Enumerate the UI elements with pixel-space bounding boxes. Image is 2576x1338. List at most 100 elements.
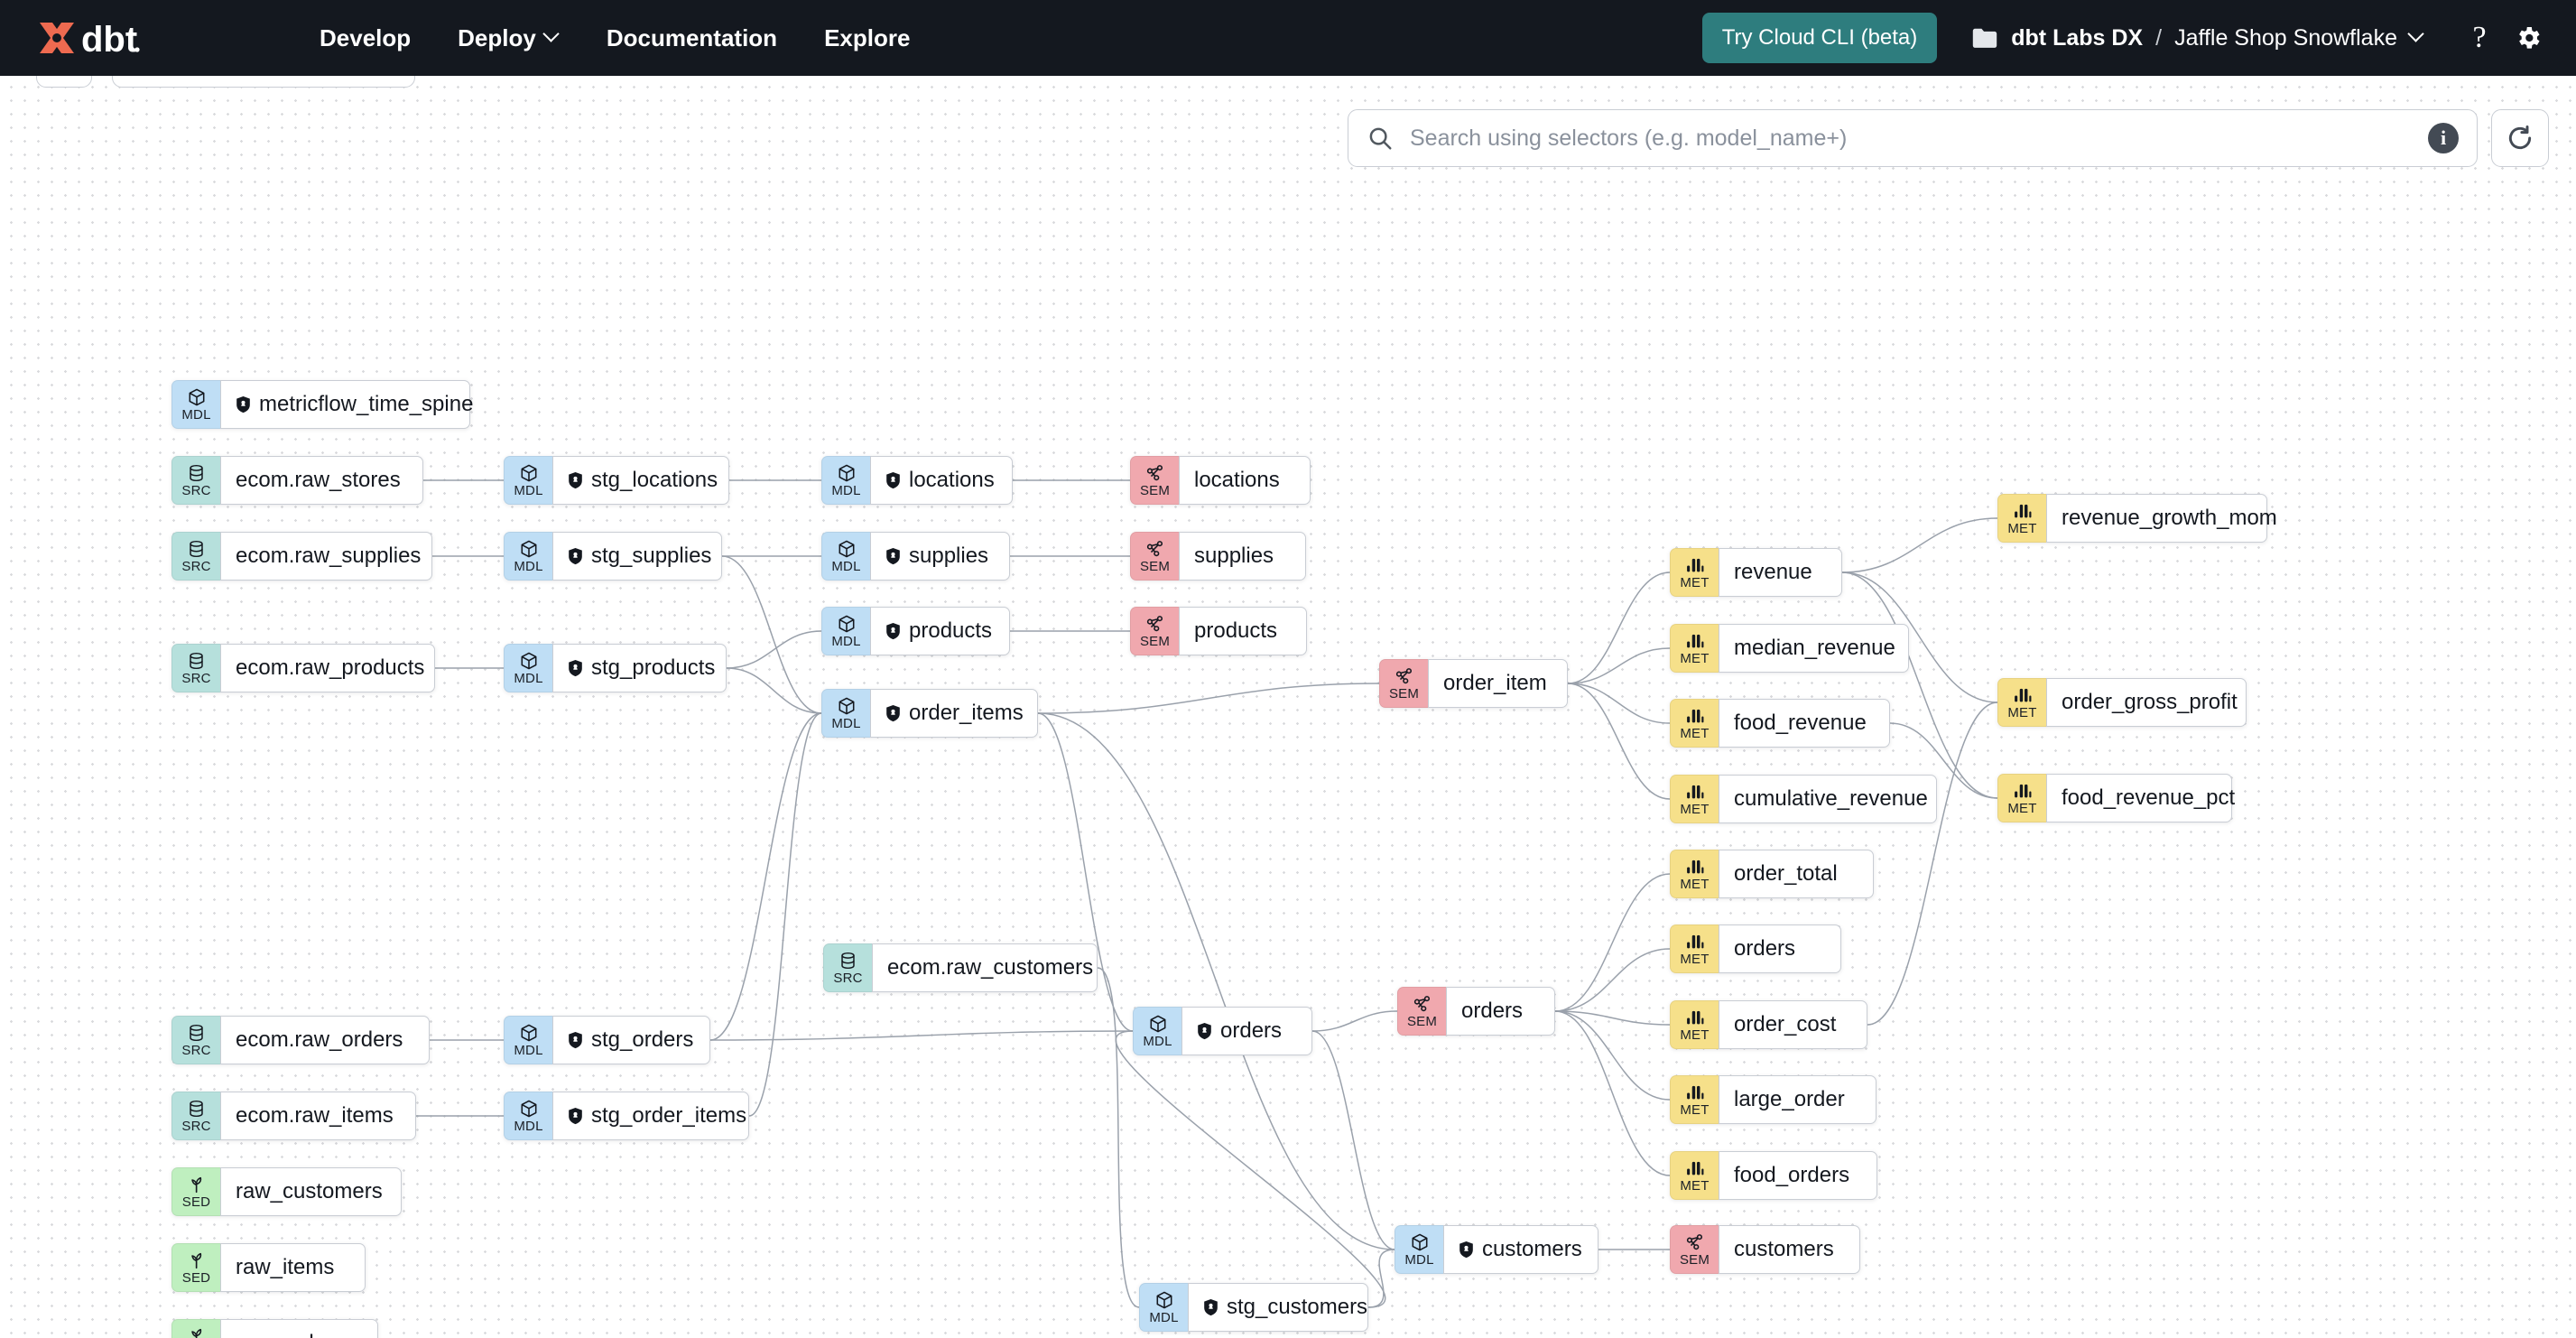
node-type-badge-sem: SEM bbox=[1397, 987, 1446, 1036]
lineage-edge bbox=[1367, 1249, 1395, 1308]
lineage-edge bbox=[1567, 683, 1671, 800]
graph-node-revenue[interactable]: MET revenue bbox=[1670, 548, 1842, 597]
bar-chart-icon bbox=[1685, 1158, 1705, 1178]
nav-link-explore[interactable]: Explore bbox=[801, 15, 933, 61]
node-label: stg_locations bbox=[591, 468, 718, 492]
cube-icon bbox=[837, 614, 857, 634]
nav-link-deploy[interactable]: Deploy bbox=[434, 15, 583, 61]
node-label: stg_order_items bbox=[591, 1103, 747, 1128]
account-project-breadcrumb[interactable]: dbt Labs DX / Jaffle Shop Snowflake bbox=[1971, 25, 2424, 51]
node-body: stg_supplies bbox=[552, 532, 722, 581]
node-label: supplies bbox=[1194, 544, 1274, 568]
node-type-label: SRC bbox=[181, 671, 211, 686]
lineage-edge bbox=[1841, 517, 1998, 573]
breadcrumb-separator: / bbox=[2155, 24, 2163, 51]
lineage-edge bbox=[1567, 683, 1671, 724]
node-label: locations bbox=[1194, 468, 1280, 492]
lineage-edge bbox=[1037, 712, 1134, 1032]
node-label: order_cost bbox=[1734, 1012, 1837, 1036]
node-type-label: MDL bbox=[1143, 1034, 1172, 1049]
lineage-edge bbox=[1037, 712, 1395, 1250]
info-icon[interactable]: i bbox=[2428, 123, 2459, 153]
lineage-edge bbox=[1097, 967, 1140, 1308]
node-type-badge-mdl: MDL bbox=[1139, 1283, 1188, 1332]
node-type-label: MET bbox=[1680, 802, 1710, 817]
bar-chart-icon bbox=[2013, 501, 2033, 521]
node-label: food_orders bbox=[1734, 1163, 1850, 1187]
try-cloud-cli-button[interactable]: Try Cloud CLI (beta) bbox=[1701, 13, 1938, 63]
node-type-label: SEM bbox=[1139, 634, 1171, 649]
node-type-badge-mdl: MDL bbox=[1395, 1225, 1443, 1274]
node-label: food_revenue bbox=[1734, 711, 1867, 735]
lineage-edge bbox=[1867, 702, 1998, 1026]
lineage-edge bbox=[1567, 571, 1671, 684]
dbt-logo[interactable]: dbt bbox=[34, 17, 141, 59]
nav-link-explore-label: Explore bbox=[824, 23, 911, 51]
node-body: revenue bbox=[1719, 548, 1842, 597]
lineage-edge bbox=[1554, 1010, 1671, 1176]
node-label: stg_supplies bbox=[591, 544, 712, 568]
nav-link-documentation[interactable]: Documentation bbox=[583, 15, 801, 61]
shield-icon bbox=[236, 395, 251, 413]
bar-chart-icon bbox=[2013, 685, 2033, 705]
node-label: large_order bbox=[1734, 1087, 1845, 1111]
node-body: customers bbox=[1719, 1225, 1860, 1274]
node-type-label: SEM bbox=[1679, 1252, 1710, 1268]
node-type-label: MET bbox=[1680, 575, 1710, 590]
cube-icon bbox=[1154, 1290, 1174, 1310]
bar-chart-icon bbox=[1685, 782, 1705, 802]
shield-icon bbox=[568, 471, 583, 489]
node-type-badge-met: MET bbox=[1670, 850, 1719, 898]
search-input[interactable]: Search using selectors (e.g. model_name+… bbox=[1348, 109, 2478, 167]
gear-icon[interactable] bbox=[2504, 14, 2553, 62]
graph-node-customers_sem[interactable]: SEM customers bbox=[1670, 1225, 1860, 1274]
refresh-button[interactable] bbox=[2491, 109, 2549, 167]
node-body: supplies bbox=[1179, 532, 1306, 581]
main-nav-links: Develop Deploy Documentation Explore bbox=[296, 15, 933, 61]
chevron-down-icon bbox=[2410, 28, 2424, 42]
nav-link-develop[interactable]: Develop bbox=[296, 15, 434, 61]
help-icon[interactable]: ? bbox=[2472, 21, 2487, 54]
cube-icon bbox=[837, 463, 857, 483]
node-body: order_cost bbox=[1719, 1000, 1867, 1049]
